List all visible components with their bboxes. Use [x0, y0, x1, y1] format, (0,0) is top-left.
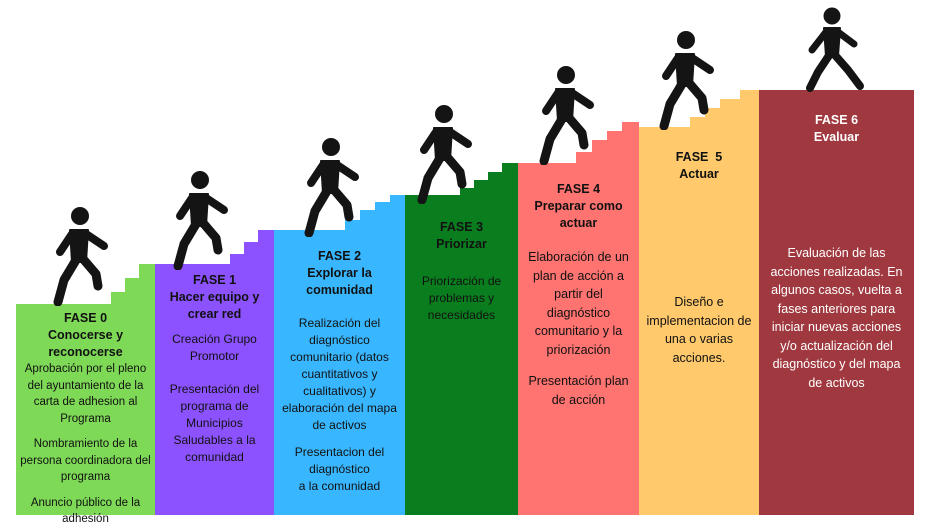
- stair-step: [139, 264, 155, 278]
- phase-2-description: Realización del diagnóstico comunitario …: [274, 299, 405, 495]
- stair-step: [576, 152, 639, 163]
- walking-person-icon: [800, 6, 870, 92]
- stair-step: [390, 195, 405, 202]
- phase-6-column: FASE 6 Evaluar Evaluación de las accione…: [759, 90, 914, 515]
- stair-step: [375, 202, 405, 210]
- stair-step: [740, 90, 759, 99]
- phase-6-item: Evaluación de las acciones realizadas. E…: [770, 246, 903, 390]
- phase-5-column: FASE 5 Actuar Diseño e implementacion de…: [639, 127, 759, 515]
- stair-step: [488, 172, 518, 180]
- phase-4-item: Elaboración de un plan de acción a parti…: [528, 250, 629, 357]
- phase-0-description: Aprobación por el pleno del ayuntamiento…: [16, 361, 155, 528]
- phase-4-item: Presentación plan de acción: [528, 374, 629, 407]
- phase-4-title: FASE 4 Preparar como actuar: [534, 182, 623, 230]
- stair-step: [720, 99, 759, 108]
- phase-2-title: FASE 2 Explorar la comunidad: [306, 249, 373, 297]
- phase-1-item: Presentación del programa de Municipios …: [169, 382, 260, 464]
- phase-6-title: FASE 6 Evaluar: [813, 113, 860, 144]
- stair-step: [111, 292, 155, 304]
- stair-step: [474, 180, 518, 188]
- stair-step: [592, 140, 639, 152]
- stair-step: [258, 230, 274, 242]
- phase-1-description: Creación Grupo Promotor Presentación del…: [155, 323, 274, 466]
- phase-2-item: Realización del diagnóstico comunitario …: [282, 316, 397, 432]
- climbing-person-icon: [658, 30, 718, 130]
- phase-0-item: Nombramiento de la persona coordinadora …: [20, 438, 151, 483]
- phase-3-item: Priorización de problemas y necesidades: [421, 274, 502, 322]
- stair-step: [622, 122, 639, 131]
- phase-0-item: Aprobación por el pleno del ayuntamiento…: [24, 363, 147, 425]
- stair-step: [230, 254, 274, 264]
- phase-1-column: FASE 1 Hacer equipo y crear red Creación…: [155, 264, 274, 515]
- climbing-person-icon: [52, 206, 112, 306]
- stair-step: [360, 210, 405, 220]
- phase-3-column: FASE 3 Priorizar Priorización de problem…: [405, 195, 518, 515]
- stair-step: [345, 220, 405, 230]
- phase-4-description: Elaboración de un plan de acción a parti…: [518, 232, 639, 409]
- climbing-person-icon: [538, 65, 598, 165]
- phase-2-item: Presentacion del diagnóstico a la comuni…: [294, 445, 385, 493]
- stair-step: [502, 163, 518, 172]
- climbing-person-icon: [303, 137, 363, 237]
- phase-5-description: Diseño e implementacion de una o varias …: [639, 293, 759, 367]
- phase-6-description: Evaluación de las acciones realizadas. E…: [759, 244, 914, 392]
- stair-step: [244, 242, 274, 254]
- phase-0-item: Anuncio público de la adhesión: [30, 496, 141, 526]
- phase-5-title: FASE 5 Actuar: [675, 150, 723, 181]
- stair-step: [125, 278, 155, 292]
- phase-3-title: FASE 3 Priorizar: [436, 220, 487, 251]
- stair-step: [607, 131, 639, 140]
- climbing-person-icon: [416, 104, 476, 204]
- climbing-person-icon: [172, 170, 232, 270]
- stair-step: [460, 188, 518, 195]
- phase-1-title: FASE 1 Hacer equipo y crear red: [169, 273, 260, 321]
- phase-5-item: Diseño e implementacion de una o varias …: [646, 295, 752, 365]
- phase-0-column: FASE 0 Conocerse y reconocerse Aprobació…: [16, 304, 155, 525]
- phase-0-title: FASE 0 Conocerse y reconocerse: [47, 311, 124, 359]
- phase-3-description: Priorización de problemas y necesidades: [405, 253, 518, 324]
- stair-step: [690, 117, 759, 127]
- stair-step: [705, 108, 759, 117]
- phase-4-column: FASE 4 Preparar como actuar Elaboración …: [518, 163, 639, 515]
- phase-2-column: FASE 2 Explorar la comunidad Realización…: [274, 230, 405, 515]
- phase-1-item: Creación Grupo Promotor: [172, 332, 257, 363]
